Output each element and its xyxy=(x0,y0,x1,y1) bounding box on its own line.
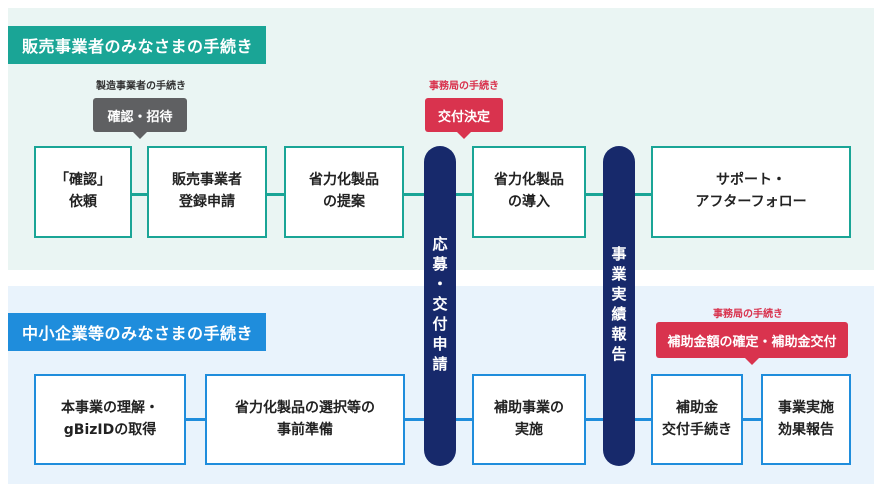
understand-gbizid-box: 本事業の理解・ gBizIDの取得 xyxy=(34,374,186,465)
sme-section-title: 中小企業等のみなさまの手続き xyxy=(8,313,266,351)
secretariat-note-2: 事務局の手続き xyxy=(713,309,783,320)
preparation-box: 省力化製品の選択等の 事前準備 xyxy=(205,374,405,465)
manufacturer-note: 製造事業者の手続き xyxy=(96,81,186,92)
effect-report-box: 事業実施 効果報告 xyxy=(761,374,851,465)
secretariat-note-1: 事務局の手続き xyxy=(429,81,499,92)
grant-decision-arrow xyxy=(457,132,471,139)
confirm-invite-arrow xyxy=(133,132,147,139)
grant-procedure-box: 補助金 交付手続き xyxy=(651,374,743,465)
request-confirmation-box: 「確認」 依頼 xyxy=(34,146,132,238)
report-pillar: 事業実績報告 xyxy=(603,146,635,466)
support-aftercare-box: サポート・ アフターフォロー xyxy=(651,146,851,238)
seller-section-title: 販売事業者のみなさまの手続き xyxy=(8,26,266,64)
product-proposal-box: 省力化製品 の提案 xyxy=(284,146,404,238)
report-pillar-label: 事業実績報告 xyxy=(609,246,628,366)
apply-pillar: 応募・交付申請 xyxy=(424,146,456,466)
product-installation-box: 省力化製品 の導入 xyxy=(472,146,586,238)
subsidy-confirm-arrow xyxy=(745,358,759,365)
subsidy-confirm-tag: 補助金額の確定・補助金交付 xyxy=(656,322,848,358)
seller-registration-box: 販売事業者 登録申請 xyxy=(147,146,267,238)
confirm-invite-tag: 確認・招待 xyxy=(93,98,187,132)
grant-decision-tag: 交付決定 xyxy=(425,98,503,132)
project-execution-box: 補助事業の 実施 xyxy=(472,374,586,465)
apply-pillar-label: 応募・交付申請 xyxy=(430,236,449,376)
